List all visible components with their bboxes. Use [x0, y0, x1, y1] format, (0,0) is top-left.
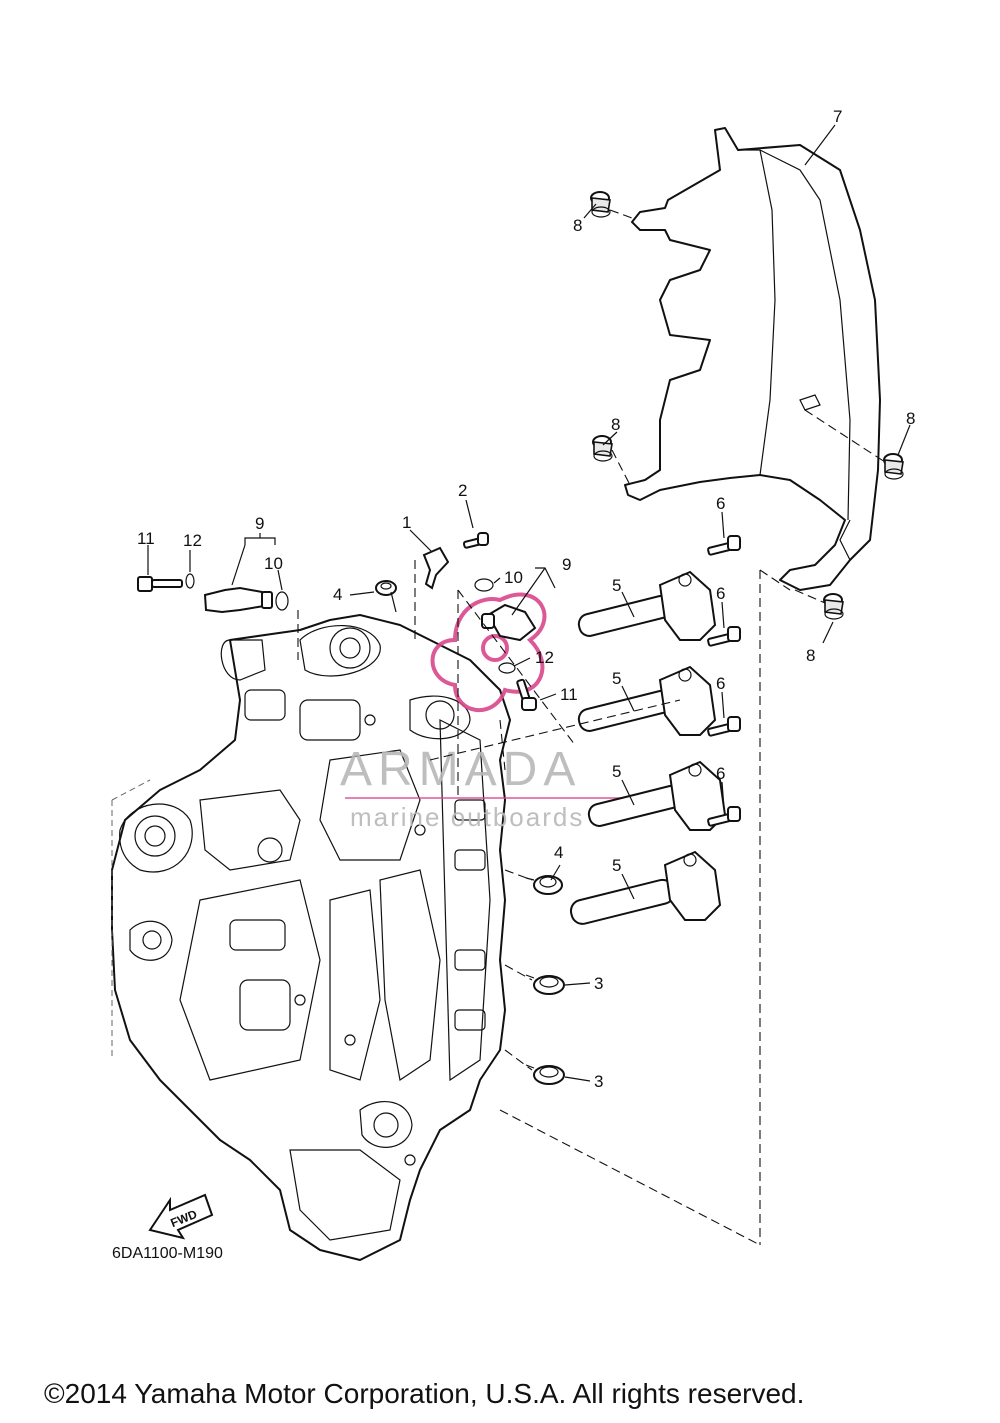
o-ring: [474, 578, 494, 592]
ignition-coil: [577, 665, 717, 736]
assembly-lines: [297, 209, 886, 1246]
clamp: [525, 875, 563, 895]
fwd-arrow-icon: FWD: [148, 1193, 214, 1240]
callout-12: 12: [183, 531, 202, 550]
ignition-coil: [577, 570, 717, 641]
ignition-coil: [569, 850, 722, 925]
callout-8: 8: [906, 409, 915, 428]
callout-8: 8: [611, 415, 620, 434]
callout-5: 5: [612, 669, 621, 688]
bolt: [707, 716, 741, 737]
callout-3: 3: [594, 1072, 603, 1091]
callout-10: 10: [264, 554, 283, 573]
bolt: [707, 626, 741, 647]
callout-9: 9: [255, 514, 264, 533]
grommet: [823, 593, 844, 620]
leader-lines: [147, 124, 911, 1082]
callout-8: 8: [806, 646, 815, 665]
washer: [498, 662, 516, 674]
callout-10: 10: [504, 568, 523, 587]
callout-6: 6: [716, 584, 725, 603]
position-sensor: [481, 603, 537, 642]
watermark-propeller-icon: [430, 592, 547, 713]
clamp: [525, 1064, 565, 1085]
bolt: [462, 532, 489, 549]
engine-block: [111, 614, 511, 1261]
clamp: [525, 974, 565, 995]
bolt: [137, 576, 183, 592]
bolt: [516, 678, 537, 711]
callout-11: 11: [137, 529, 155, 548]
callout-2: 2: [458, 481, 467, 500]
callout-5: 5: [612, 762, 621, 781]
callout-6: 6: [716, 674, 725, 693]
callout-12: 12: [535, 648, 554, 667]
diagram-code: 6DA1100-M190: [112, 1245, 223, 1262]
callout-9: 9: [562, 555, 571, 574]
coil-cover: [624, 127, 881, 591]
callout-1: 1: [402, 513, 411, 532]
callout-7: 7: [833, 107, 842, 126]
callout-4: 4: [554, 843, 563, 862]
watermark-tagline: marine outboards: [350, 802, 584, 832]
callout-6: 6: [716, 764, 725, 783]
ignition-coil: [587, 760, 727, 831]
callout-4: 4: [333, 585, 342, 604]
callout-3: 3: [594, 974, 603, 993]
copyright-notice: ©2014 Yamaha Motor Corporation, U.S.A. A…: [44, 1378, 805, 1409]
callout-5: 5: [612, 576, 621, 595]
bolt: [707, 535, 741, 556]
grommet: [590, 191, 611, 218]
bracket: [422, 546, 450, 590]
position-sensor: [203, 586, 273, 614]
watermark: ARMADA marine outboards: [340, 592, 650, 832]
bolt: [707, 806, 741, 827]
grommet: [883, 453, 904, 480]
washer: [185, 573, 195, 589]
callout-6: 6: [716, 494, 725, 513]
callout-5: 5: [612, 856, 621, 875]
grommet: [592, 435, 613, 462]
callout-11: 11: [560, 685, 578, 704]
o-ring: [275, 591, 289, 611]
watermark-brand: ARMADA: [340, 743, 581, 796]
clamp: [375, 580, 397, 613]
callout-8: 8: [573, 216, 582, 235]
callouts: 1 2 3 3 4 4 5 5 5 5 6 6 6 6 7 8 8 8 8 9 …: [137, 107, 915, 1091]
